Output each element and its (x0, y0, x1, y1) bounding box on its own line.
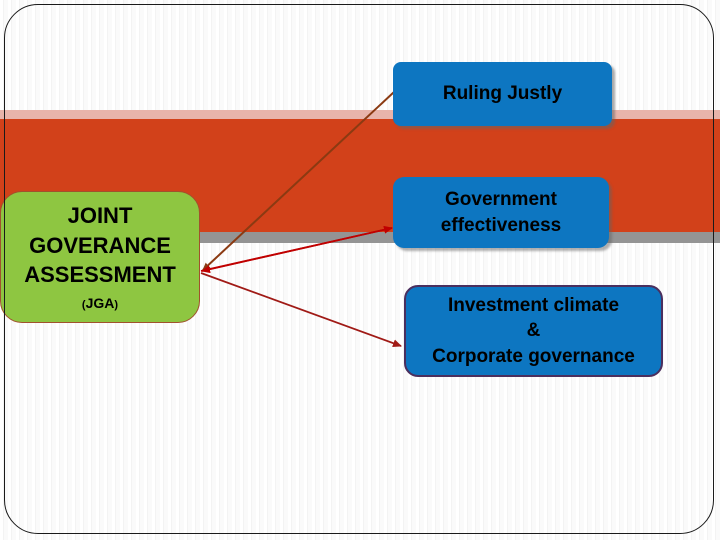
band-bottom-shadow (0, 232, 720, 243)
abbreviation-open-paren: ( (81, 298, 86, 311)
connector-investment-climate (200, 272, 402, 348)
band-top-strip (0, 110, 720, 119)
node-investment-climate-corporate-governance[interactable]: Investment climate & Corporate governanc… (404, 285, 663, 377)
node-ruling-justly-label: Ruling Justly (442, 83, 563, 104)
abbreviation-text: JGA (85, 294, 115, 311)
node-joint-goverance-assessment-abbreviation: (JGA) (82, 294, 118, 313)
connector-government-effectiveness-back (201, 227, 393, 274)
node-investment-climate-corporate-governance-label: Investment climate & Corporate governanc… (432, 295, 635, 367)
connector-ruling-justly (202, 91, 395, 271)
node-joint-goverance-assessment-title: JOINT GOVERANCE ASSESSMENT (24, 203, 176, 288)
node-government-effectiveness[interactable]: Government effectiveness (393, 177, 609, 248)
node-government-effectiveness-label: Government effectiveness (440, 188, 562, 236)
node-ruling-justly[interactable]: Ruling Justly (393, 62, 612, 126)
abbreviation-close-paren: ) (114, 298, 119, 311)
node-joint-goverance-assessment[interactable]: JOINT GOVERANCE ASSESSMENT (JGA) (0, 191, 200, 323)
